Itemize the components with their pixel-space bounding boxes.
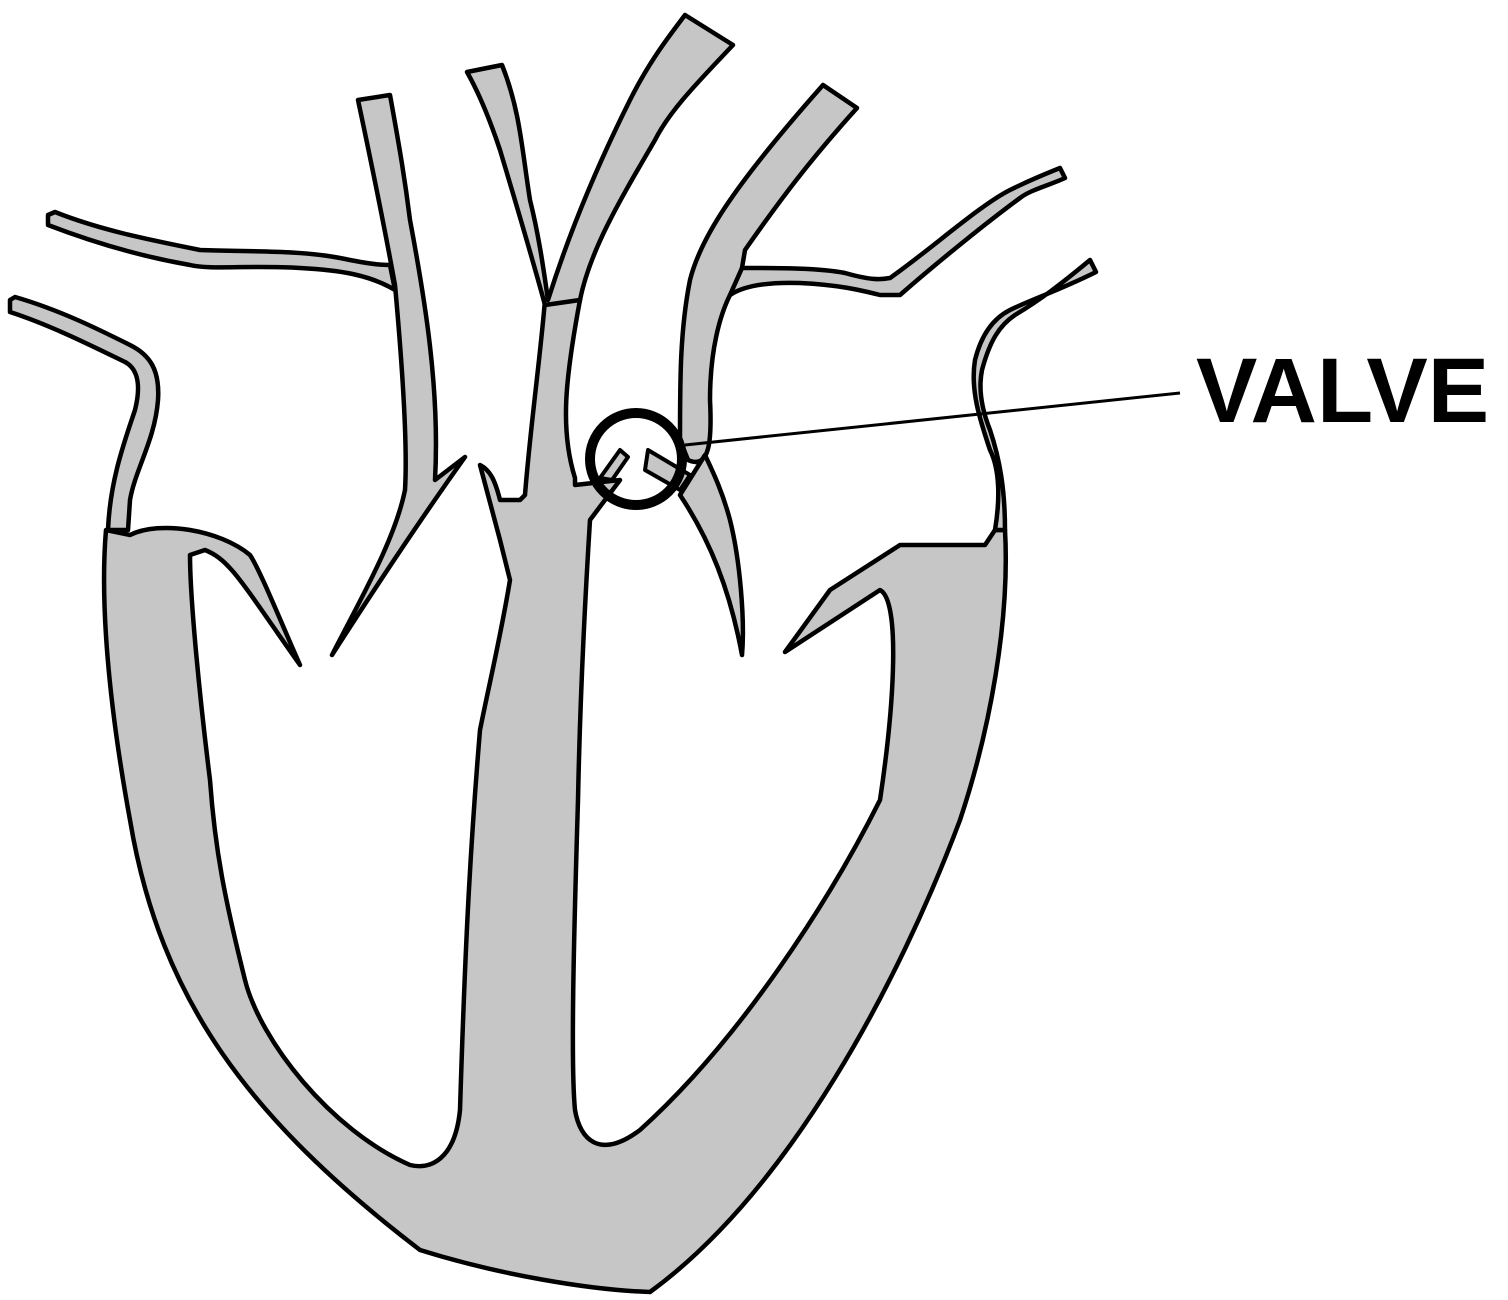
heart-wall: [104, 300, 1006, 1292]
right-pulmonary-vessel: [48, 212, 395, 290]
superior-vena-cava: [332, 95, 465, 655]
valve-label: VALVE: [1196, 340, 1489, 442]
mitral-flap: [680, 455, 743, 655]
valve-highlight-circle: [590, 413, 682, 505]
valve-flap-left: [600, 450, 628, 480]
label-leader-line: [685, 393, 1180, 445]
pulmonary-vein-lower: [974, 260, 1096, 530]
inferior-vena-cava: [10, 297, 158, 530]
aorta: [467, 15, 733, 305]
